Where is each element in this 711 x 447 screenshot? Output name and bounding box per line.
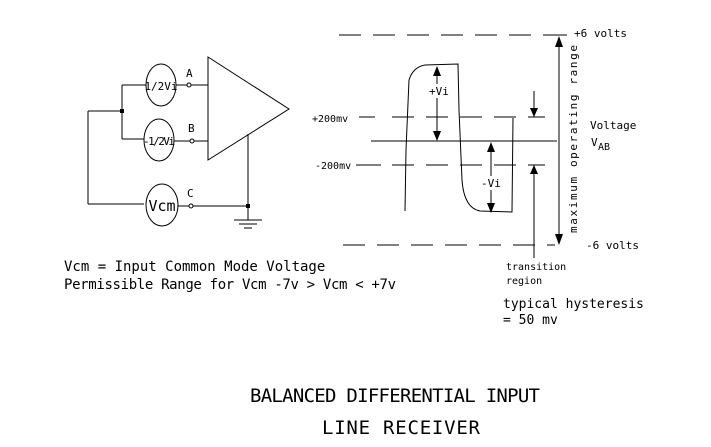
arrowhead-up bbox=[433, 66, 441, 76]
axis-label-voltage: Voltage bbox=[590, 119, 636, 132]
pos-threshold-label: +200mv bbox=[312, 114, 348, 125]
terminal-a-label: A bbox=[186, 67, 193, 80]
waveform-diagram: +200mv -200mv +Vi -Vi +6 volts -6 volts … bbox=[312, 27, 644, 328]
hysteresis-label-1: typical hysteresis bbox=[503, 297, 644, 312]
arrowhead-down bbox=[530, 108, 538, 117]
pos-vi-label: +Vi bbox=[429, 85, 449, 98]
neg-threshold-label: -200mv bbox=[315, 161, 351, 172]
source-vcm-label: Vcm bbox=[148, 197, 175, 215]
transition-label-2: region bbox=[506, 276, 542, 287]
neg-vi-label: -Vi bbox=[481, 177, 501, 190]
title-line-2: LINE RECEIVER bbox=[322, 417, 481, 439]
top-level-label: +6 volts bbox=[574, 27, 627, 40]
note-vcm-range: Permissible Range for Vcm -7v > Vcm < +7… bbox=[64, 277, 396, 293]
neg-vi-label-bg bbox=[480, 176, 500, 190]
waveform-trace bbox=[404, 63, 514, 213]
pos-vi-label-bg bbox=[428, 84, 448, 98]
circuit: 1/2Vi -1/2Vi Vcm A B C bbox=[87, 56, 290, 229]
source-half-vi-label: 1/2Vi bbox=[144, 80, 177, 93]
terminal-c-label: C bbox=[187, 187, 194, 200]
terminal-b-label: B bbox=[188, 122, 195, 135]
source-vcm bbox=[145, 183, 179, 227]
arrowhead-up bbox=[487, 142, 495, 152]
ground-junction-dot bbox=[246, 204, 250, 208]
terminal-a bbox=[186, 82, 192, 88]
bottom-level-label: -6 volts bbox=[586, 239, 639, 252]
terminal-c bbox=[188, 203, 194, 209]
range-label: maximum operating range bbox=[567, 45, 580, 233]
arrowhead-up bbox=[555, 36, 563, 47]
note-vcm-definition: Vcm = Input Common Mode Voltage bbox=[64, 259, 325, 275]
junction-dot bbox=[120, 109, 124, 113]
axis-label-v: V bbox=[591, 136, 598, 149]
arrowhead-down bbox=[433, 131, 441, 141]
source-neg-half-vi-label: -1/2Vi bbox=[143, 135, 175, 148]
title-line-1: BALANCED DIFFERENTIAL INPUT bbox=[250, 385, 540, 407]
arrowhead-up bbox=[530, 165, 538, 174]
arrowhead-down bbox=[555, 234, 563, 245]
hysteresis-label-2: = 50 mv bbox=[503, 313, 558, 328]
axis-label-ab: AB bbox=[598, 142, 610, 153]
terminal-b bbox=[189, 138, 195, 144]
source-neg-half-vi bbox=[143, 118, 175, 162]
transition-label-1: transition bbox=[506, 262, 566, 273]
arrowhead-down bbox=[487, 203, 495, 213]
